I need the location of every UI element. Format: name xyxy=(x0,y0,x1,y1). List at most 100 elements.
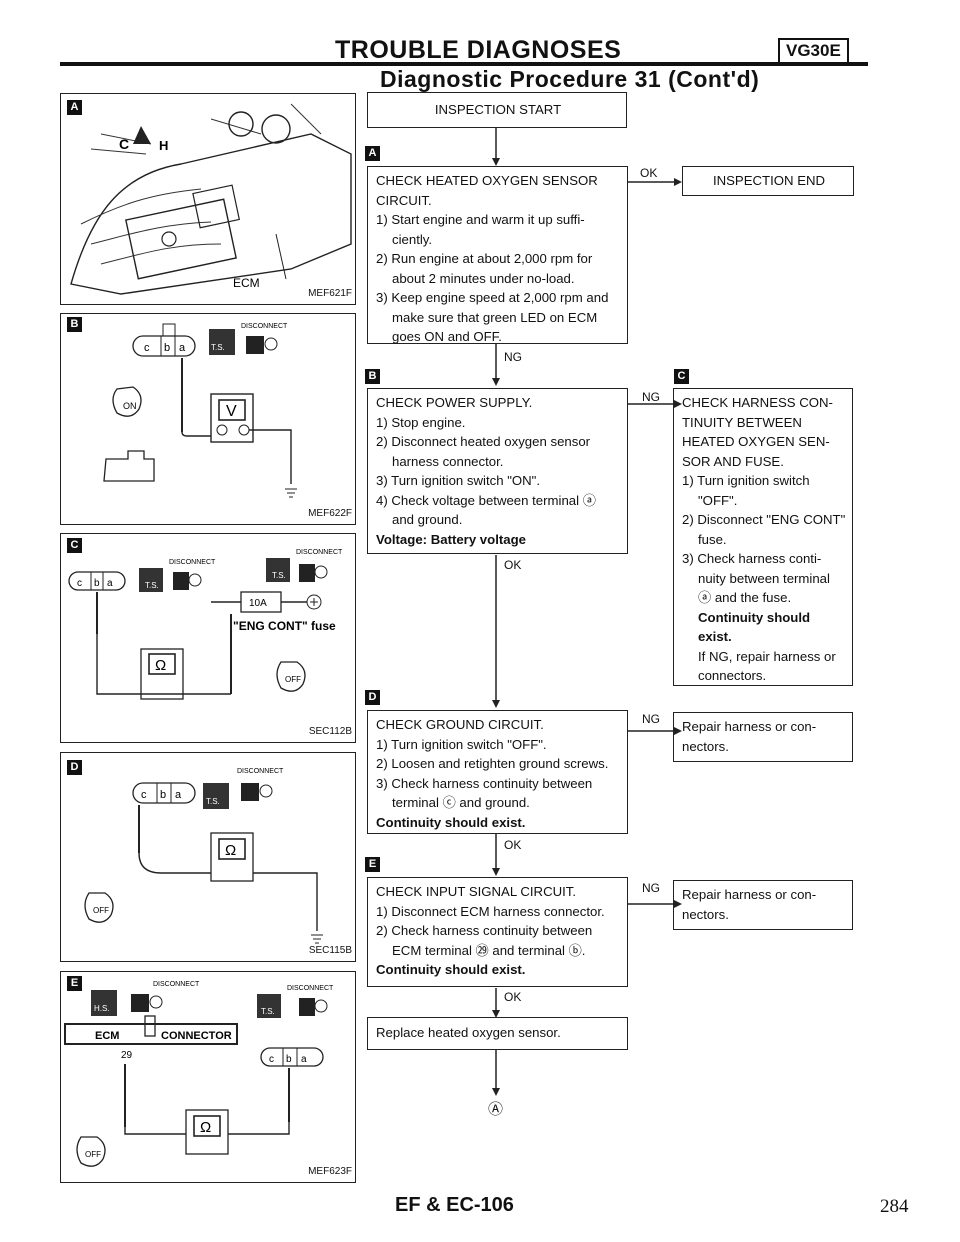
svg-text:T.S.: T.S. xyxy=(261,1007,275,1016)
step-c-tail: If NG, repair harness or connectors. xyxy=(698,648,836,684)
svg-text:V: V xyxy=(226,403,237,420)
svg-text:a: a xyxy=(175,789,182,801)
repair-box-e: Repair harness or con-nectors. xyxy=(673,880,853,930)
svg-text:b: b xyxy=(94,578,100,589)
page-title: TROUBLE DIAGNOSES xyxy=(335,36,622,64)
svg-text:T.S.: T.S. xyxy=(145,581,159,590)
step-letter-a: A xyxy=(365,146,380,161)
end-reference: Ⓐ xyxy=(488,1101,504,1118)
svg-text:T.S.: T.S. xyxy=(206,797,220,806)
svg-text:b: b xyxy=(164,342,170,354)
ok-label-a: OK xyxy=(640,166,658,180)
svg-text:CONNECTOR: CONNECTOR xyxy=(161,1030,232,1042)
svg-text:c: c xyxy=(77,578,82,589)
step-c-box: CHECK HARNESS CON-TINUITY BETWEEN HEATED… xyxy=(673,388,853,686)
panel-letter-c: C xyxy=(67,538,82,553)
step-a-item: 3) Keep engine speed at 2,000 rpm and ma… xyxy=(376,290,609,344)
repair-label-e: Repair harness or con-nectors. xyxy=(682,887,817,922)
svg-text:OFF: OFF xyxy=(93,906,109,915)
ng-label-d: NG xyxy=(642,712,660,726)
step-b-box: CHECK POWER SUPPLY. 1) Stop engine. 2) D… xyxy=(367,388,628,554)
figure-code-a: MEF621F xyxy=(308,288,352,299)
replace-sensor-box: Replace heated oxygen sensor. xyxy=(367,1017,628,1050)
svg-text:Ω: Ω xyxy=(155,657,166,674)
svg-text:Ω: Ω xyxy=(225,842,236,859)
repair-box-d: Repair harness or con-nectors. xyxy=(673,712,853,762)
step-c-item: 2) Disconnect "ENG CONT" fuse. xyxy=(682,512,846,547)
svg-text:Ω: Ω xyxy=(200,1119,211,1136)
panel-e: E H.S. DISCONNECT T.S. DISCONNECT ECM CO… xyxy=(60,971,356,1183)
svg-text:c: c xyxy=(144,342,150,354)
svg-text:OFF: OFF xyxy=(285,675,301,684)
step-a-box: CHECK HEATED OXYGEN SENSOR CIRCUIT. 1) S… xyxy=(367,166,628,344)
page-subtitle: Diagnostic Procedure 31 (Cont'd) xyxy=(380,66,760,92)
header-rule xyxy=(60,62,868,66)
inspection-start-label: INSPECTION START xyxy=(434,102,562,117)
panel-letter-e: E xyxy=(67,976,82,991)
step-e-item: 1) Disconnect ECM harness connector. xyxy=(376,903,605,919)
figure-code-d: SEC115B xyxy=(308,945,352,956)
replace-sensor-label: Replace heated oxygen sensor. xyxy=(376,1025,561,1040)
svg-text:DISCONNECT: DISCONNECT xyxy=(237,768,284,775)
step-b-item: 2) Disconnect heated oxygen sensor harne… xyxy=(376,434,591,469)
svg-text:DISCONNECT: DISCONNECT xyxy=(287,985,334,992)
step-a-item: 2) Run engine at about 2,000 rpm for abo… xyxy=(376,251,593,286)
ok-label-d: OK xyxy=(504,838,522,852)
svg-text:c: c xyxy=(269,1054,274,1065)
svg-text:DISCONNECT: DISCONNECT xyxy=(241,323,288,330)
svg-text:T.S.: T.S. xyxy=(211,343,225,352)
page-number: 284 xyxy=(880,1196,909,1217)
panel-a-ecm: ECM xyxy=(233,276,260,290)
step-d-heading: CHECK GROUND CIRCUIT. xyxy=(376,717,544,732)
step-d-item: 2) Loosen and retighten ground screws. xyxy=(376,756,609,771)
repair-label-d: Repair harness or con-nectors. xyxy=(682,719,817,754)
step-letter-c: C xyxy=(674,369,689,384)
footer-section-code: EF & EC-106 xyxy=(395,1194,514,1216)
svg-text:DISCONNECT: DISCONNECT xyxy=(153,981,200,988)
step-d-box: CHECK GROUND CIRCUIT. 1) Turn ignition s… xyxy=(367,710,628,834)
inspection-end-label: INSPECTION END xyxy=(712,173,826,188)
step-a-item: 1) Start engine and warm it up suffi-cie… xyxy=(376,212,585,247)
svg-text:a: a xyxy=(301,1054,307,1065)
step-c-heading: CHECK HARNESS CON-TINUITY BETWEEN HEATED… xyxy=(682,395,833,469)
ok-label-e: OK xyxy=(504,990,522,1004)
step-b-criteria: Voltage: Battery voltage xyxy=(376,531,526,547)
inspection-end-box: INSPECTION END xyxy=(682,166,854,196)
step-e-item: 2) Check harness continuity between ECM … xyxy=(376,923,593,958)
panel-letter-d: D xyxy=(67,760,82,775)
inspection-start-box: INSPECTION START xyxy=(367,92,627,128)
ng-label-e: NG xyxy=(642,881,660,895)
svg-text:T.S.: T.S. xyxy=(272,571,286,580)
step-e-box: CHECK INPUT SIGNAL CIRCUIT. 1) Disconnec… xyxy=(367,877,628,987)
ng-label-b: NG xyxy=(642,390,660,404)
step-letter-b: B xyxy=(365,369,380,384)
step-letter-e: E xyxy=(365,857,380,872)
svg-text:c: c xyxy=(141,789,147,801)
step-c-item: 3) Check harness conti-nuity between ter… xyxy=(682,551,830,605)
step-b-item: 1) Stop engine. xyxy=(376,414,466,430)
figure-code-c: SEC112B xyxy=(308,726,352,737)
step-b-heading: CHECK POWER SUPPLY. xyxy=(376,395,533,410)
step-d-item: 1) Turn ignition switch "OFF". xyxy=(376,736,547,752)
input-signal-illustration: H.S. DISCONNECT T.S. DISCONNECT ECM CONN… xyxy=(64,981,334,1167)
svg-text:b: b xyxy=(160,789,166,801)
figure-code-e: MEF623F xyxy=(308,1166,352,1177)
panel-letter-a: A xyxy=(67,100,82,115)
ng-label-a: NG xyxy=(504,350,522,364)
svg-text:a: a xyxy=(107,578,113,589)
step-e-criteria: Continuity should exist. xyxy=(376,962,526,977)
svg-text:ON: ON xyxy=(123,401,137,411)
figure-code-b: MEF622F xyxy=(308,508,352,519)
step-b-item: 4) Check voltage between terminal ⓐ and … xyxy=(376,492,596,528)
panel-a-h: H xyxy=(159,138,168,153)
svg-text:a: a xyxy=(179,342,186,354)
svg-text:DISCONNECT: DISCONNECT xyxy=(169,559,216,566)
svg-text:DISCONNECT: DISCONNECT xyxy=(296,549,343,556)
